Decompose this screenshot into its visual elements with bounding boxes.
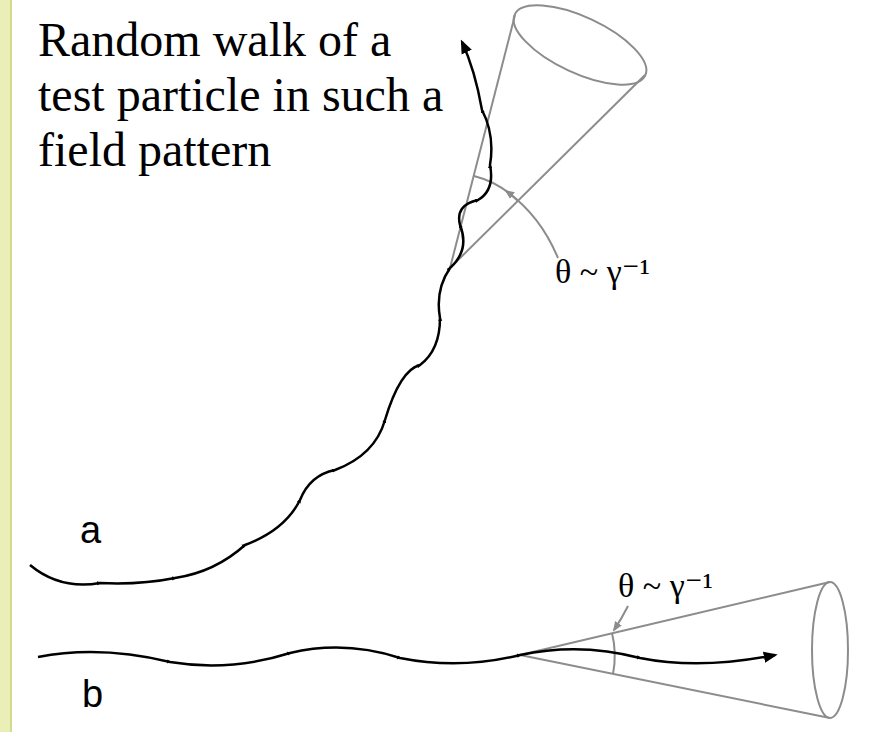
angle-label: θ ~ γ⁻¹ bbox=[555, 252, 650, 292]
emission-cone-a bbox=[450, 0, 657, 268]
trajectory-label: b bbox=[82, 672, 103, 716]
caption-text: Random walk of a test particle in such a… bbox=[38, 12, 456, 177]
side-strip bbox=[0, 0, 10, 732]
trajectory-b bbox=[38, 648, 775, 666]
trajectory-label: a bbox=[80, 508, 101, 552]
angle-label: θ ~ γ⁻¹ bbox=[618, 566, 713, 606]
strip-edge bbox=[10, 0, 12, 732]
